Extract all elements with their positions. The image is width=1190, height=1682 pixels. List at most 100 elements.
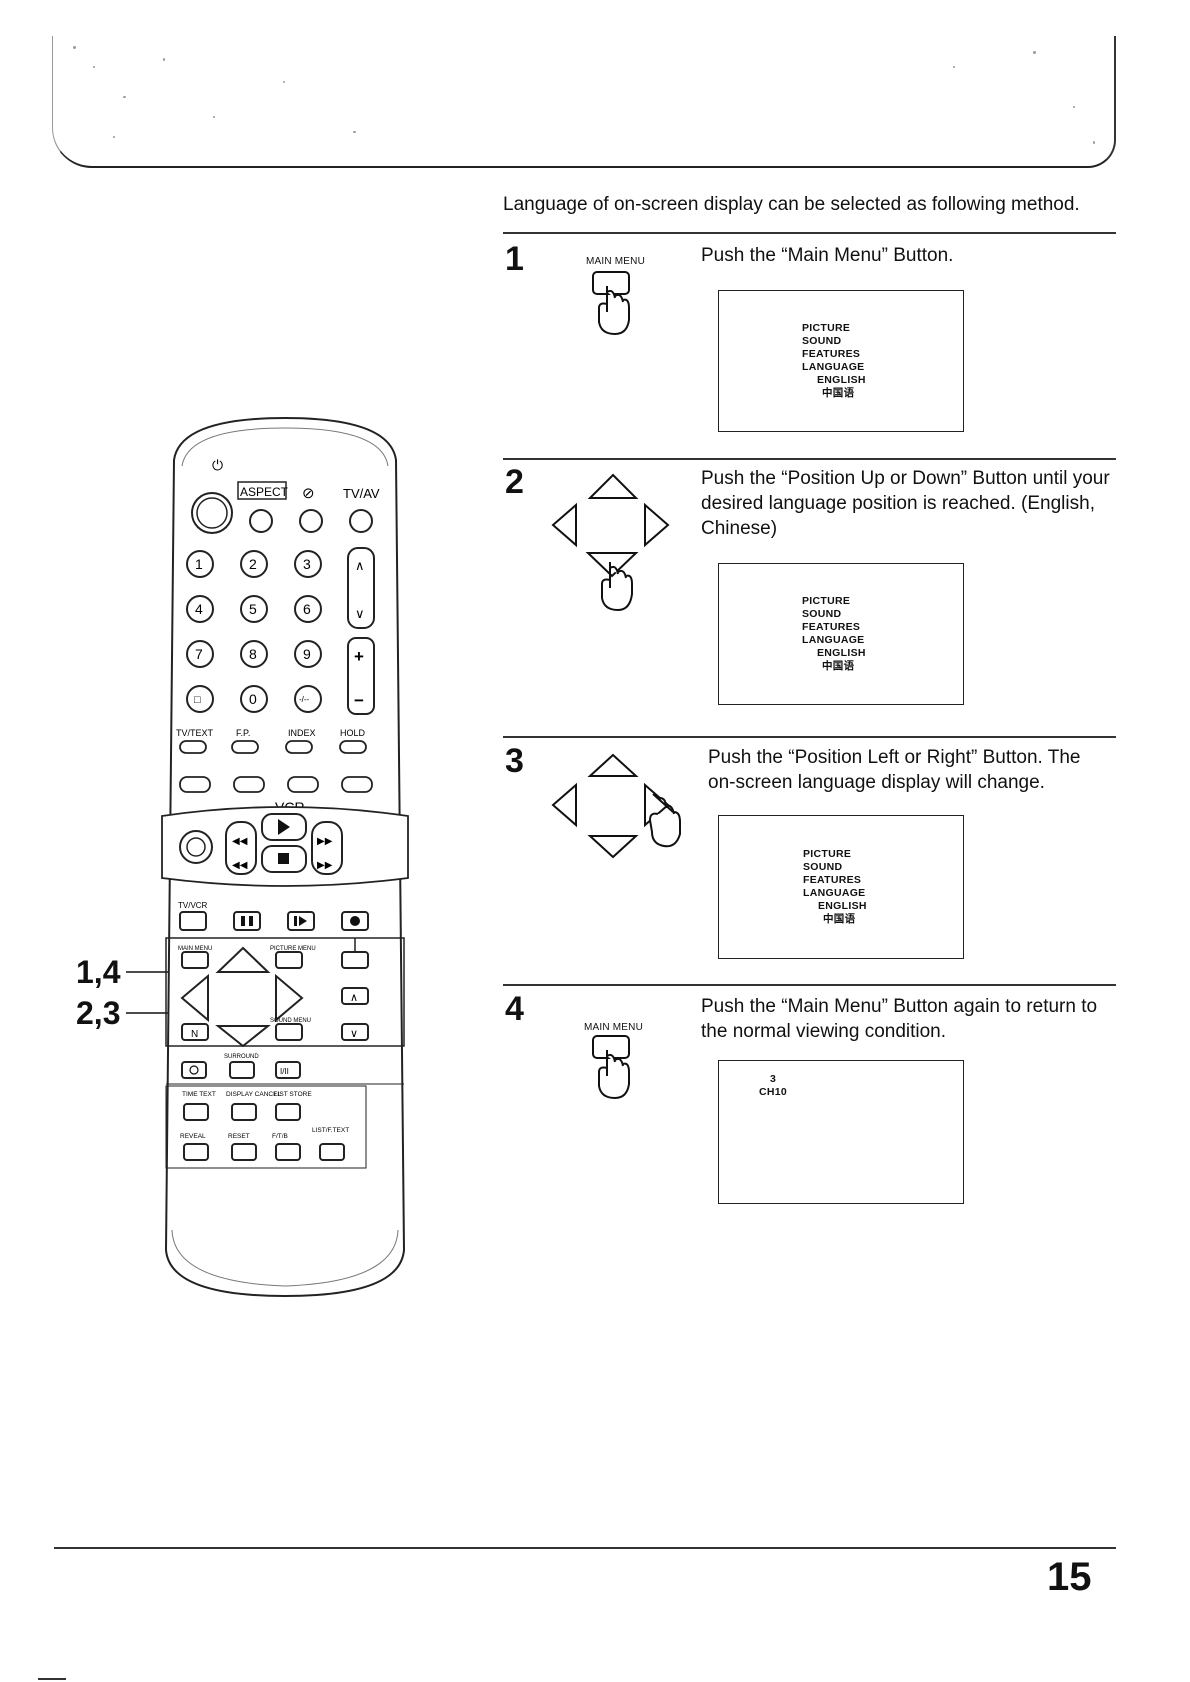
list-store-button[interactable]: [275, 1103, 301, 1121]
menu-item: FEATURES: [802, 621, 861, 633]
power-button[interactable]: [191, 492, 233, 534]
tvtext-button[interactable]: [179, 740, 207, 754]
hold-button[interactable]: [339, 740, 367, 754]
power-symbol: ⏻: [212, 457, 223, 473]
time-text-button[interactable]: [183, 1103, 209, 1121]
left-arrow-button[interactable]: [180, 973, 209, 1023]
volume-down-icon: −: [354, 691, 364, 710]
fp-button[interactable]: [231, 740, 259, 754]
volume-rocker[interactable]: [347, 637, 375, 715]
blue-button[interactable]: [341, 776, 373, 793]
menu-item: SOUND: [802, 335, 842, 347]
mute-button[interactable]: [299, 509, 323, 533]
red-button[interactable]: [179, 776, 211, 793]
position-up-button[interactable]: [341, 987, 369, 1005]
menu-item: SOUND: [802, 608, 842, 620]
timer-button[interactable]: [181, 1061, 207, 1079]
vcr-forward-rocker[interactable]: [311, 821, 343, 875]
digit-button[interactable]: [240, 550, 268, 578]
callout-label: 2,3: [76, 995, 121, 1031]
reset-label: RESET: [228, 1133, 250, 1140]
bilingual-button[interactable]: [275, 1061, 301, 1079]
hand-press-icon: [592, 271, 630, 336]
tvvcr-button[interactable]: [179, 911, 207, 931]
list-store-label: LIST STORE: [274, 1091, 312, 1098]
menu-panel: [165, 937, 405, 1047]
list-ftext-button[interactable]: [319, 1143, 345, 1161]
digit-button[interactable]: [186, 640, 214, 668]
up-icon: ∧: [350, 992, 358, 1004]
ftb-label: F/T/B: [272, 1133, 288, 1140]
reveal-button[interactable]: [183, 1143, 209, 1161]
digit-button[interactable]: [186, 595, 214, 623]
step-number: 3: [505, 742, 524, 780]
digit-button[interactable]: [240, 595, 268, 623]
page-number: 15: [1047, 1555, 1092, 1599]
tv-screen: PICTURE SOUND FEATURES LANGUAGE ENGLISH …: [718, 290, 964, 432]
tvav-button[interactable]: [349, 509, 373, 533]
menu-item: PICTURE: [802, 595, 851, 607]
normal-button[interactable]: [181, 1023, 209, 1041]
channel-number: 3: [769, 1073, 777, 1085]
digit-button[interactable]: [240, 685, 268, 713]
remote-control: ⏻ ASPECT ⊘ TV/AV 1 2 3 4 5 6 7 8 9 □ 0 -…: [161, 416, 409, 1298]
osd-channel: 3 CH10: [759, 1073, 787, 1099]
pause-button[interactable]: [233, 911, 261, 931]
right-arrow-button[interactable]: [275, 973, 304, 1023]
up-arrow-button[interactable]: [215, 946, 271, 973]
main-menu-button[interactable]: [181, 951, 209, 969]
tvvcr-label: TV/VCR: [178, 901, 208, 910]
position-down-button[interactable]: [341, 1023, 369, 1041]
normal-label: N: [191, 1029, 198, 1040]
surround-button[interactable]: [229, 1061, 255, 1079]
vcr-power-button[interactable]: [179, 830, 213, 864]
down-icon: ∨: [350, 1028, 358, 1040]
hold-label: HOLD: [340, 728, 366, 738]
picture-menu-button[interactable]: [275, 951, 303, 969]
channel-up-icon: ∧: [355, 558, 365, 573]
number-pad: 1 2 3 4 5 6 7 8 9 □ 0 -/--: [186, 550, 322, 713]
step-instruction: Push the “Position Left or Right” Button…: [708, 747, 1081, 793]
digit-button[interactable]: [186, 550, 214, 578]
index-label: INDEX: [288, 728, 316, 738]
channel-label: CH10: [759, 1086, 788, 1098]
tvtext-label: TV/TEXT: [176, 728, 214, 738]
arrow-pad-icon: [551, 753, 681, 859]
reset-button[interactable]: [231, 1143, 257, 1161]
channel-rocker[interactable]: [347, 547, 375, 629]
divider: [503, 984, 1116, 986]
forward-icon: ▶▶: [317, 836, 333, 847]
digit-button[interactable]: [294, 550, 322, 578]
green-button[interactable]: [233, 776, 265, 793]
vcr-rewind-rocker[interactable]: [225, 821, 257, 875]
step-instruction: Push the “Position Up or Down” Button un…: [701, 468, 1110, 539]
digit-button[interactable]: [294, 685, 322, 713]
yellow-button[interactable]: [287, 776, 319, 793]
display-cancel-button[interactable]: [231, 1103, 257, 1121]
digit-label: □: [194, 694, 201, 706]
digit-button[interactable]: [294, 640, 322, 668]
step-number: 4: [505, 990, 524, 1028]
digit-button[interactable]: [186, 685, 214, 713]
digit-button[interactable]: [294, 595, 322, 623]
menu-item: FEATURES: [802, 348, 861, 360]
down-arrow-button[interactable]: [215, 1025, 271, 1048]
menu-item: LANGUAGE: [802, 634, 865, 646]
sound-menu-label: SOUND MENU: [270, 1018, 311, 1024]
digit-label: 3: [303, 556, 311, 572]
display-cancel-label: DISPLAY CANCEL: [226, 1091, 281, 1098]
digit-button[interactable]: [240, 640, 268, 668]
osd-menu: PICTURE SOUND FEATURES LANGUAGE ENGLISH …: [803, 848, 867, 926]
digit-label: 0: [249, 691, 257, 707]
sound-menu-button[interactable]: [275, 1023, 303, 1041]
digit-label: -/--: [299, 695, 310, 704]
margin-mark: [38, 1678, 66, 1680]
divider: [503, 736, 1116, 738]
index-button[interactable]: [285, 740, 313, 754]
menu-item: ENGLISH: [818, 900, 867, 912]
extra-button[interactable]: [341, 951, 369, 969]
volume-up-icon: +: [354, 647, 364, 666]
ftb-button[interactable]: [275, 1143, 301, 1161]
play-icon: [278, 819, 290, 835]
aspect-button[interactable]: [249, 509, 273, 533]
